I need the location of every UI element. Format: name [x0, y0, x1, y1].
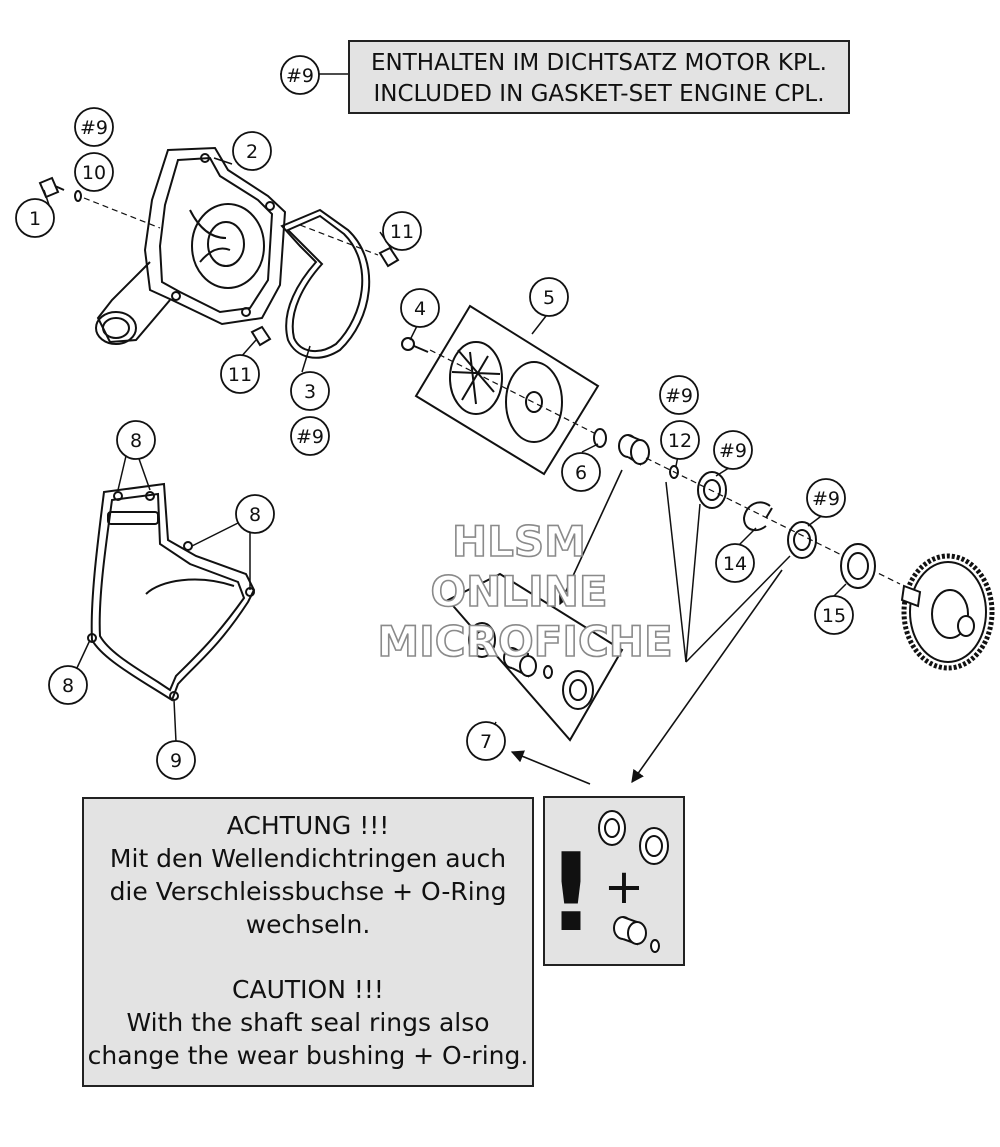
assembly-line — [299, 224, 379, 256]
bolt-part-1 — [38, 176, 65, 199]
callout-6-label: 6 — [575, 462, 587, 484]
gasket-set-note-de: ENTHALTEN IM DICHTSATZ MOTOR KPL. — [371, 50, 827, 76]
bearing-part-15 — [840, 543, 876, 589]
callout-11-upper: 11 — [382, 211, 422, 251]
watermark-line-3: MICROFICHE — [377, 617, 672, 666]
washer-part-10 — [74, 190, 82, 202]
callout-10: 10 — [74, 152, 114, 192]
callout-9: 9 — [156, 740, 196, 780]
watermark-line-2: ONLINE — [430, 567, 607, 616]
callout-3-ref-label: #9 — [296, 426, 324, 448]
callouts: #9 1 #9 10 2 11 11 3 #9 4 5 6 #9 12 #9 1… — [15, 55, 854, 780]
callout-5-label: 5 — [543, 287, 555, 309]
assembly-line — [429, 349, 601, 437]
callout-11-upper-label: 11 — [390, 221, 414, 243]
caution-title-de: ACHTUNG !!! — [226, 811, 390, 840]
callout-2-label: 2 — [246, 141, 258, 163]
callout-12-ref: #9 — [659, 375, 699, 415]
callout-8-left-label: 8 — [62, 675, 74, 697]
callout-12-ref-label: #9 — [665, 385, 693, 407]
impeller-group-frame — [414, 304, 600, 476]
callout-4: 4 — [400, 288, 440, 328]
callout-10-label: 10 — [82, 162, 106, 184]
callout-15: 15 — [814, 595, 854, 635]
assembly-line — [83, 197, 161, 229]
seal-kit-parts — [468, 622, 594, 710]
shaft-seal-2 — [787, 521, 817, 559]
arrows — [510, 469, 783, 785]
callout-8-right: 8 — [235, 494, 275, 534]
callout-7: 7 — [466, 721, 506, 761]
callout-8-top-label: 8 — [130, 430, 142, 452]
callout-1: 1 — [15, 198, 55, 238]
pump-housing — [95, 146, 287, 345]
dowel-part-11-upper — [378, 246, 400, 268]
kit-seals — [598, 810, 669, 953]
caution-note: ACHTUNG !!! Mit den Wellendichtringen au… — [82, 797, 534, 1087]
callout-6: 6 — [561, 452, 601, 492]
callout-4-label: 4 — [414, 298, 426, 320]
callout-12: 12 — [660, 420, 700, 460]
callout-5: 5 — [529, 277, 569, 317]
callout-3-label: 3 — [304, 381, 316, 403]
callout-15-ref: #9 — [806, 478, 846, 518]
impeller-part-5 — [449, 341, 563, 443]
callout-9-label: 9 — [170, 750, 182, 772]
screw-part-4 — [401, 337, 429, 353]
callout-15-ref-label: #9 — [812, 488, 840, 510]
callout-10-ref-label: #9 — [80, 117, 108, 139]
gear-shaft — [900, 553, 995, 671]
cover-gasket — [87, 482, 256, 702]
callout-7-label: 7 — [480, 731, 492, 753]
callout-11-lower-label: 11 — [228, 364, 252, 386]
callout-14-label: 14 — [723, 553, 747, 575]
circlip-part-14 — [742, 501, 773, 532]
callout-14: 14 — [715, 543, 755, 583]
callout-12-label: 12 — [668, 430, 692, 452]
caution-title-en: CAUTION !!! — [232, 975, 384, 1004]
gasket-set-note: ENTHALTEN IM DICHTSATZ MOTOR KPL. INCLUD… — [348, 40, 850, 114]
shaft-seal-1 — [697, 471, 727, 509]
watermark: HLSM ONLINE MICROFICHE — [377, 516, 674, 667]
caution-text-de-3: wechseln. — [245, 910, 371, 939]
callout-1-label: 1 — [29, 208, 41, 230]
callout-8-left: 8 — [48, 665, 88, 705]
callout-13-ref: #9 — [713, 430, 753, 470]
callout-15-label: 15 — [822, 605, 846, 627]
callout-10-ref: #9 — [74, 107, 114, 147]
callout-13-ref-label: #9 — [719, 440, 747, 462]
wear-bushing — [618, 434, 650, 466]
caution-text-en-1: With the shaft seal rings also — [126, 1008, 490, 1037]
exclamation-mark: ! — [546, 831, 595, 956]
gasket-set-note-en: INCLUDED IN GASKET-SET ENGINE CPL. — [373, 81, 825, 107]
caution-text-de-1: Mit den Wellendichtringen auch — [109, 844, 507, 873]
watermark-line-1: HLSM — [452, 517, 586, 566]
plus-sign: + — [604, 859, 644, 915]
gasket-part-3 — [280, 208, 371, 359]
callout-2: 2 — [232, 131, 272, 171]
callout-3-ref: #9 — [290, 416, 330, 456]
callout-11-lower: 11 — [220, 354, 260, 394]
callout-header-ref-label: #9 — [286, 65, 314, 87]
seal-kit-frame — [446, 572, 624, 742]
assembly-line — [645, 457, 901, 585]
dowel-part-11-lower — [250, 325, 272, 347]
callout-8-top: 8 — [116, 420, 156, 460]
replacement-kit-box: ! + — [543, 796, 685, 966]
caution-text-de-2: die Verschleissbuchse + O-Ring — [109, 877, 507, 906]
o-ring-part-6 — [593, 428, 607, 448]
callout-3: 3 — [290, 371, 330, 411]
callout-header-ref: #9 — [280, 55, 320, 95]
callout-8-right-label: 8 — [249, 504, 261, 526]
caution-text-en-2: change the wear bushing + O-ring. — [87, 1041, 529, 1070]
